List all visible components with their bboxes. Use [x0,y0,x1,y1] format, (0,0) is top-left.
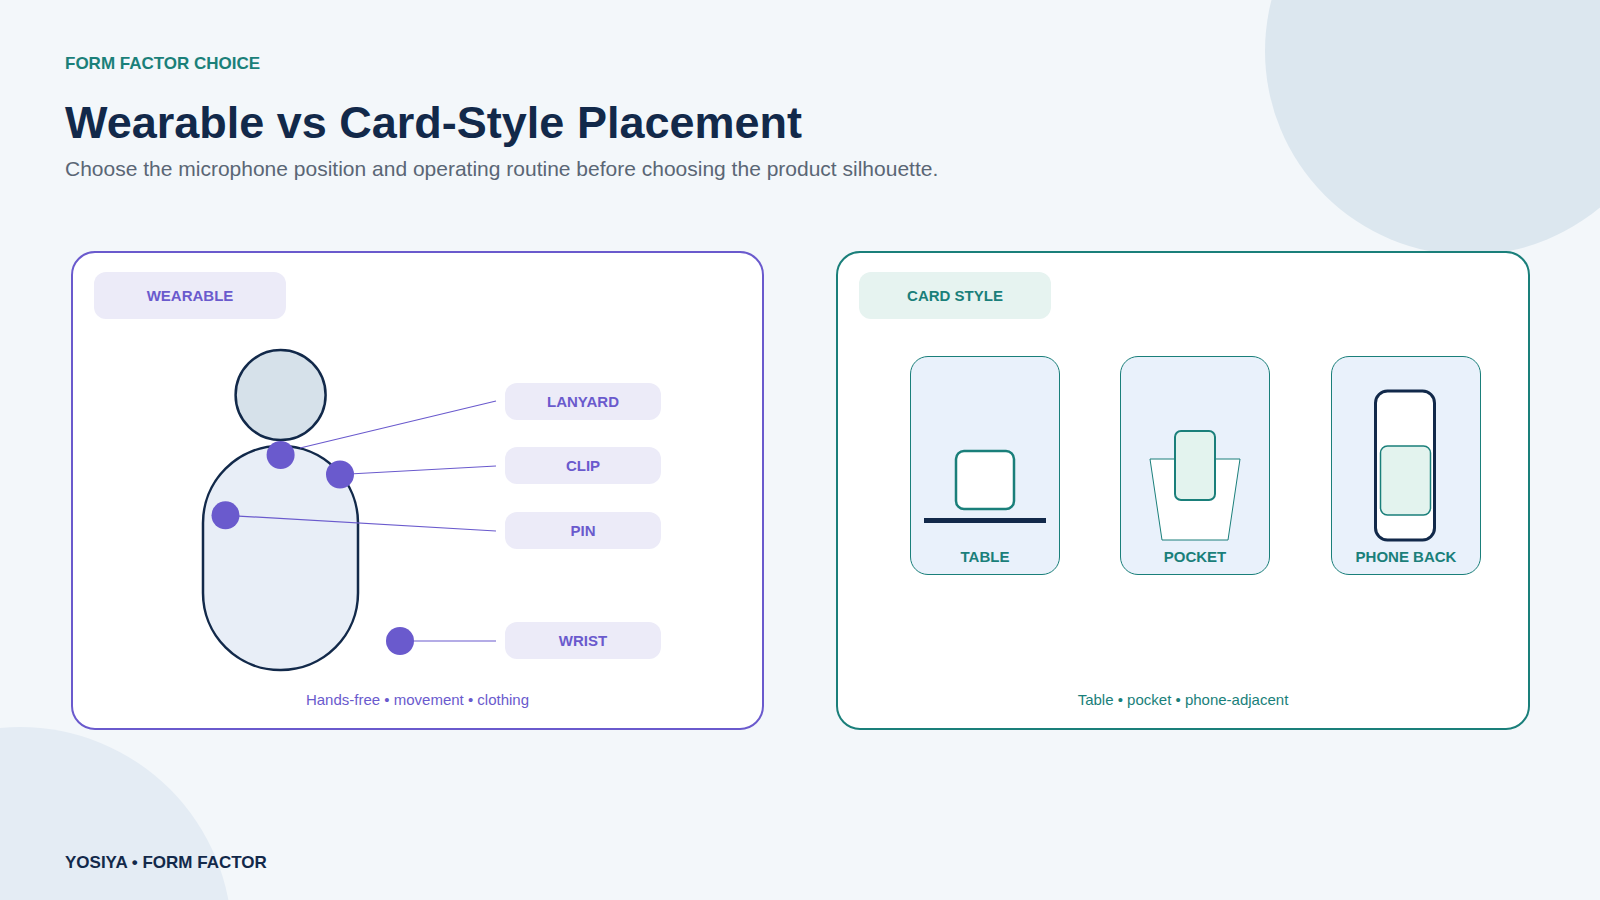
placement-label: CLIP [505,447,661,484]
footer-label: YOSIYA • FORM FACTOR [65,853,267,873]
card-panel: Table • pocket • phone-adjacent CARD STYL… [836,251,1530,730]
panel-tag: WEARABLE [94,272,286,319]
placement-tile: TABLE [910,356,1060,575]
node-label: PHONE BACK [1332,548,1480,565]
background-circle [0,727,232,900]
placement-tile: POCKET [1120,356,1270,575]
node-label: CARD STYLE [859,287,1051,304]
panel-caption: Hands-free • movement • clothing [73,691,762,708]
node-label: POCKET [1121,548,1269,565]
placement-label: PIN [505,512,661,549]
node-label: WEARABLE [94,287,286,304]
placement-label: WRIST [505,622,661,659]
node-label: TABLE [911,548,1059,565]
node-label: WRIST [505,632,661,649]
slide-title: Wearable vs Card-Style Placement [65,97,802,149]
placement-label: LANYARD [505,383,661,420]
slide-subtitle: Choose the microphone position and opera… [65,157,938,181]
node-label: PIN [505,522,661,539]
section-kicker: FORM FACTOR CHOICE [65,54,260,74]
placement-tile: PHONE BACK [1331,356,1481,575]
wearable-panel: Hands-free • movement • clothing WEARABLE… [71,251,764,730]
background-circle [1265,0,1600,255]
node-label: LANYARD [505,393,661,410]
panel-caption: Table • pocket • phone-adjacent [838,691,1528,708]
panel-tag: CARD STYLE [859,272,1051,319]
node-label: CLIP [505,457,661,474]
